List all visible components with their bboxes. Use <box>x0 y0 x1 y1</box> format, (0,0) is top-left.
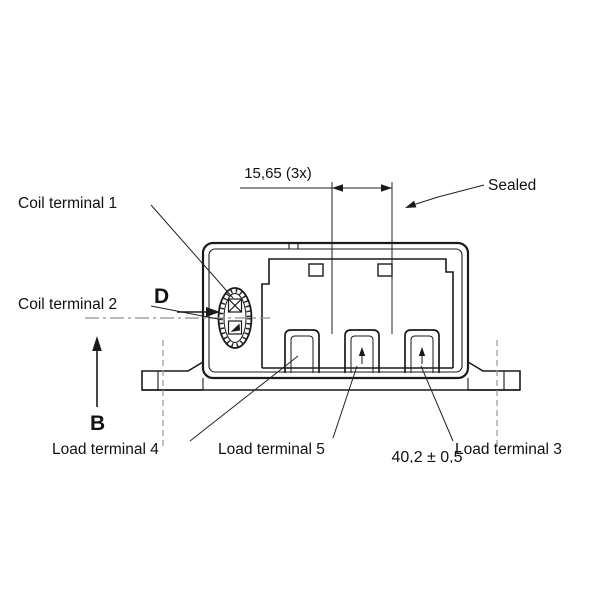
load-terminal-5-shape <box>344 329 380 373</box>
sealed-leader <box>405 184 485 208</box>
sealed-arrowhead <box>405 200 417 208</box>
view-b-arrowhead <box>92 336 102 351</box>
sealed-label: Sealed <box>488 177 536 194</box>
flange-left <box>141 361 204 391</box>
coil-terminal-1-pin <box>227 298 243 313</box>
relay-housing <box>201 241 470 380</box>
load-terminal-4-shape <box>284 329 320 373</box>
coil-terminal-2-leader <box>150 305 224 321</box>
view-d-arrow <box>177 307 220 317</box>
flange-right <box>467 361 521 391</box>
load-terminal-3-shape <box>404 329 440 373</box>
load-terminal-4-label: Load terminal 4 <box>52 441 159 458</box>
vent-hole-left <box>308 263 324 277</box>
load-terminals <box>284 329 440 373</box>
dimension-arrow-left <box>332 184 343 192</box>
dimension-arrow-right <box>381 184 392 192</box>
view-b-arrow <box>92 336 102 407</box>
load-terminal-5-leader <box>332 365 358 439</box>
coil-terminal-2-arrow-mark <box>230 323 240 332</box>
view-d-label: D <box>154 285 169 308</box>
terminal-3-arrow-mark <box>418 347 426 356</box>
housing-outer-outline <box>201 241 470 380</box>
terminal-5-arrow-mark <box>358 347 366 356</box>
hole-centerlines <box>162 340 498 448</box>
cropped-dimension-text: 40,2 ± 0,5 <box>391 449 462 466</box>
view-b-label: B <box>90 412 105 435</box>
view-d-arrowhead <box>206 307 220 317</box>
coil-terminal-2-label: Coil terminal 2 <box>18 296 117 313</box>
load-terminal-5-label: Load terminal 5 <box>218 441 325 458</box>
load-terminal-3-leader <box>420 365 454 442</box>
coil-terminal-2-pin <box>227 320 243 335</box>
vent-hole-right <box>377 263 393 277</box>
inner-compartment <box>261 258 454 368</box>
load-terminal-4-leader <box>189 355 299 442</box>
dimension-terminal-pitch <box>240 182 393 334</box>
mounting-flanges <box>141 361 521 391</box>
load-terminal-3-label: Load terminal 3 <box>455 441 562 458</box>
dimension-pitch-text: 15,65 (3x) <box>244 165 312 182</box>
coil-terminal-1-leader <box>150 204 234 299</box>
coil-terminal-1-label: Coil terminal 1 <box>18 195 117 212</box>
